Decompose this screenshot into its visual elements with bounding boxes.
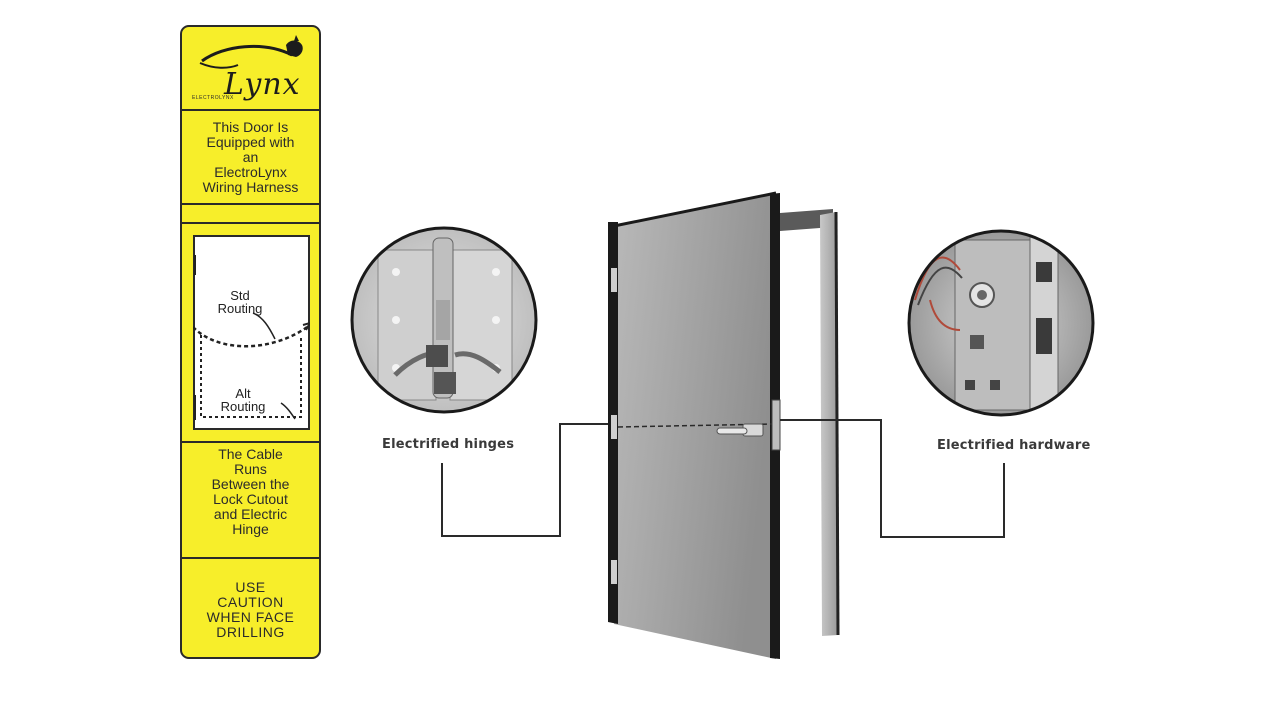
- harness-notice: This Door Is Equipped with an ElectroLyn…: [202, 119, 299, 195]
- leader-lines: [441, 419, 1005, 538]
- lynx-cat-logo-icon: [199, 35, 303, 69]
- label-divider: [182, 557, 319, 559]
- routing-lines-icon: [193, 255, 310, 420]
- brand-wordmark: Lynx: [224, 67, 301, 102]
- brand-subtitle: ELECTROLYNX: [192, 95, 234, 101]
- label-divider: [182, 222, 319, 224]
- caution-note: USE CAUTION WHEN FACE DRILLING: [206, 579, 295, 640]
- mortise-lock-photo-icon: [907, 229, 1095, 417]
- door-slab-icon: [608, 191, 781, 659]
- cable-note: The Cable Runs Between the Lock Cutout a…: [211, 446, 290, 537]
- label-divider: [182, 203, 319, 205]
- hardware-caption: Electrified hardware: [937, 438, 1091, 453]
- alt-routing-label: Alt Routing: [220, 386, 266, 414]
- std-routing-label: Std Routing: [217, 288, 263, 316]
- hinges-caption: Electrified hinges: [382, 437, 515, 452]
- hinge-photo-icon: [350, 226, 538, 414]
- routing-diagram: Std Routing Alt Routing: [193, 235, 310, 430]
- door-frame: [780, 209, 840, 636]
- electrolynx-label: Lynx ELECTROLYNX This Door Is Equipped w…: [180, 25, 321, 659]
- label-divider: [182, 109, 319, 111]
- label-divider: [182, 441, 319, 443]
